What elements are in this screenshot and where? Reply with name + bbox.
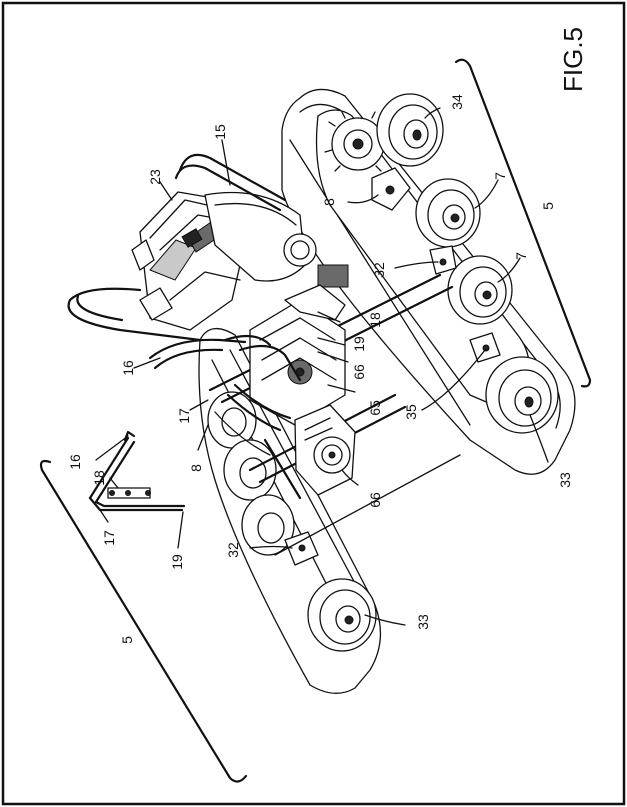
callout-7-upper: 7 <box>492 172 508 180</box>
callout-16-left: 16 <box>120 360 136 376</box>
front-wheel-33-right <box>486 357 558 433</box>
road-wheel-7-upper <box>416 179 480 247</box>
callout-19-lever: 19 <box>169 554 185 570</box>
road-wheel-7-lower <box>448 256 512 324</box>
callout-17-left: 17 <box>176 408 192 424</box>
callout-66-upper: 66 <box>351 364 367 380</box>
idler-wheel-34 <box>377 94 443 166</box>
callout-33-right: 33 <box>557 472 573 488</box>
figure-title-group: FIG.5 <box>558 27 588 92</box>
callout-17-lever: 17 <box>101 530 117 546</box>
callout-7-lower: 7 <box>513 252 529 260</box>
callout-8-left: 8 <box>188 464 204 472</box>
callout-5-left: 5 <box>119 636 135 644</box>
callout-23: 23 <box>147 169 163 185</box>
callout-32-right: 32 <box>371 262 387 278</box>
hydraulic-pump-65 <box>250 285 345 425</box>
callout-33-left: 33 <box>415 614 431 630</box>
callout-19-right: 19 <box>351 336 367 352</box>
callout-34: 34 <box>449 94 465 110</box>
callout-16-lever: 16 <box>67 454 83 470</box>
callout-35: 35 <box>403 404 419 420</box>
callout-65: 65 <box>367 400 383 416</box>
callout-66-lower: 66 <box>367 492 383 508</box>
callout-18-lever: 18 <box>91 470 107 486</box>
callout-5-right: 5 <box>540 202 556 210</box>
callout-32-left: 32 <box>225 542 241 558</box>
figure-title: FIG.5 <box>558 27 588 92</box>
callout-8-right: 8 <box>321 198 337 206</box>
callout-18-right: 18 <box>367 312 383 328</box>
callout-15: 15 <box>212 124 228 140</box>
